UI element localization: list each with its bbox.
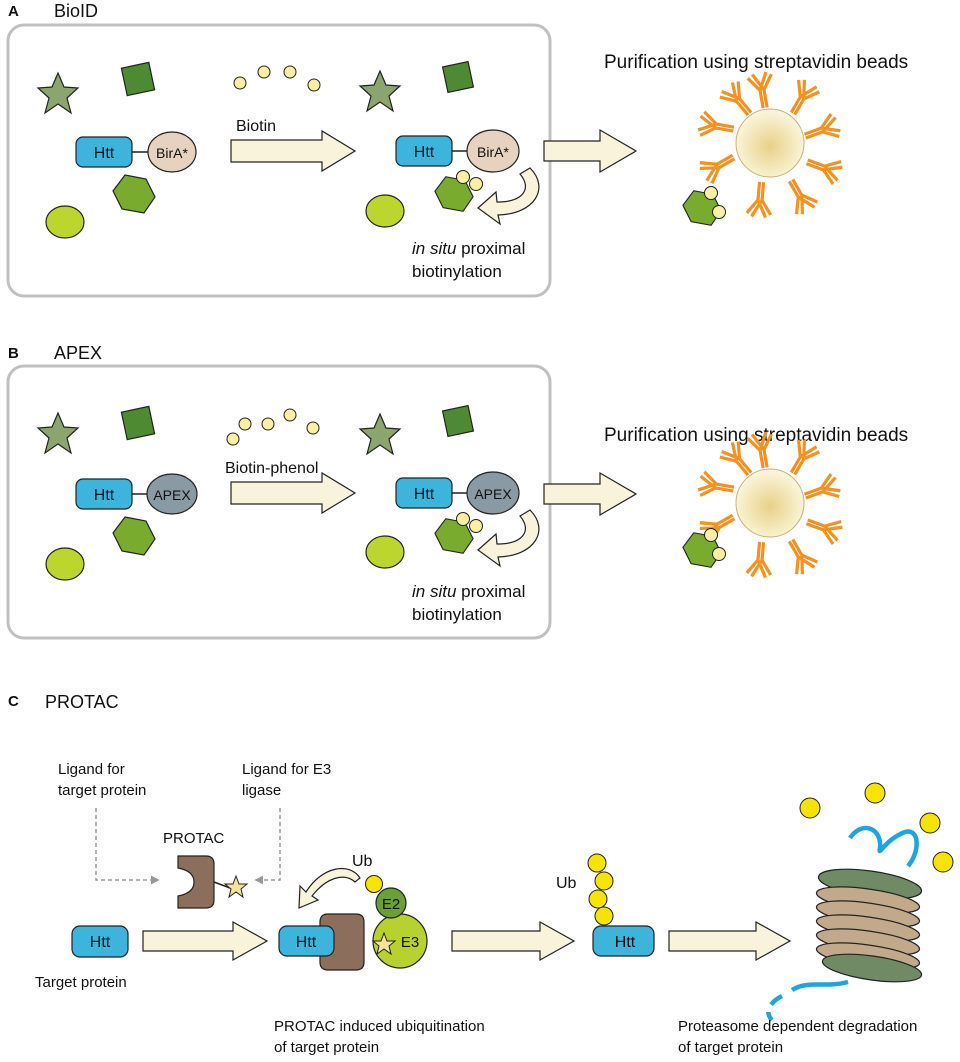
- biotin-label: Biotin: [236, 118, 276, 135]
- htt-box: [75, 478, 133, 510]
- apex-enzyme: [466, 471, 520, 515]
- protac-label: PROTAC: [163, 830, 225, 847]
- proteasome: [766, 782, 954, 1022]
- in-situ-note: in situ proximal: [412, 239, 525, 258]
- square-protein: [441, 404, 475, 438]
- htt-label: Htt: [414, 486, 435, 503]
- htt-label: Htt: [615, 934, 636, 951]
- ub-transfer-arrow: [298, 868, 361, 909]
- birA-label: BirA*: [156, 145, 188, 161]
- square-protein: [441, 60, 475, 94]
- htt-label: Htt: [414, 144, 435, 161]
- birA-label: BirA*: [477, 144, 509, 160]
- protac-molecule: [177, 855, 249, 909]
- apex-label: APEX: [153, 487, 191, 503]
- ligand-target-label-2: target protein: [58, 782, 146, 799]
- ternary-complex: E2 Ub E3 Htt: [278, 853, 428, 971]
- attached-biotin: [456, 512, 483, 533]
- arrow-to-purification: [543, 128, 638, 174]
- biotin-dots: [233, 65, 321, 92]
- biotin-phenol-label: Biotin-phenol: [225, 460, 318, 477]
- birA-enzyme: [466, 129, 520, 173]
- caption-degradation: Proteasome dependent degradation: [678, 1018, 917, 1035]
- square-protein: [120, 61, 156, 97]
- htt-box: [278, 925, 335, 957]
- star-protein: [359, 70, 401, 112]
- star-protein: [37, 412, 79, 454]
- ub-label: Ub: [556, 875, 577, 892]
- attached-biotin: [456, 170, 483, 191]
- panel-b-title: APEX: [54, 343, 102, 363]
- ellipse-protein: [45, 205, 85, 239]
- e3-label: E3: [401, 934, 419, 951]
- curved-biotinylation-arrow: [477, 509, 540, 568]
- caption-ubiquitination: PROTAC induced ubiquitination: [274, 1018, 485, 1035]
- htt-birA-fusion: Htt BirA*: [75, 131, 197, 173]
- ellipse-protein: [365, 194, 405, 228]
- panel-b: B APEX Htt APEX Biotin-phenol H: [6, 343, 908, 640]
- in-situ-note: in situ proximal: [412, 582, 525, 601]
- arrow-add-biotin: [230, 129, 357, 173]
- ub-label: Ub: [352, 853, 373, 870]
- htt-label: Htt: [94, 145, 115, 162]
- streptavidin-bead-complex: [682, 69, 846, 226]
- purification-label: Purification using streptavidin beads: [604, 52, 908, 73]
- curved-biotinylation-arrow: [477, 167, 540, 226]
- caption-degradation-2: of target protein: [678, 1039, 783, 1056]
- panel-c: C PROTAC Ligand for target protein Ligan…: [8, 692, 954, 1056]
- panel-a-title: BioID: [54, 1, 98, 21]
- panel-a-letter: A: [8, 3, 19, 20]
- htt-box: [395, 135, 453, 167]
- arrow-step-2: [451, 920, 576, 962]
- biotin-phenol-dots: [226, 408, 320, 446]
- star-protein: [37, 72, 79, 114]
- caption-ubiquitination-2: of target protein: [274, 1039, 379, 1056]
- dashed-pointer-target-ligand: [95, 808, 160, 885]
- ellipse-protein: [45, 547, 85, 581]
- ligand-e3-label-2: ligase: [242, 782, 281, 799]
- hexagon-protein: [112, 516, 156, 556]
- arrow-step-1: [142, 920, 269, 962]
- panel-b-letter: B: [8, 345, 19, 362]
- biotinylation-note: biotinylation: [412, 605, 502, 624]
- e3-ligand-star: [223, 874, 249, 899]
- biotinylation-note: biotinylation: [412, 262, 502, 281]
- arrow-to-purification: [543, 471, 638, 517]
- htt-birA-fusion: Htt BirA*: [395, 129, 520, 173]
- panel-c-letter: C: [8, 693, 19, 710]
- birA-enzyme: [147, 131, 197, 173]
- apex-enzyme: [146, 473, 198, 515]
- htt-apex-fusion: Htt APEX: [395, 471, 520, 515]
- e3-ligand-star: [371, 931, 397, 956]
- arrow-step-3: [668, 920, 792, 962]
- star-protein: [359, 413, 401, 455]
- streptavidin-bead: [735, 108, 805, 178]
- htt-box: [75, 136, 133, 168]
- hexagon-protein: [112, 174, 156, 214]
- ubiquitin: [365, 875, 383, 893]
- purification-label: Purification using streptavidin beads: [604, 425, 908, 446]
- htt-box: [395, 477, 453, 509]
- ligand-e3-label: Ligand for E3: [242, 761, 331, 778]
- htt-label: Htt: [94, 487, 115, 504]
- arrow-add-biotin-phenol: [230, 471, 357, 515]
- htt-apex-fusion: Htt APEX: [75, 473, 198, 515]
- htt-label: Htt: [296, 934, 317, 951]
- htt-box: [71, 925, 129, 958]
- target-protein-label: Target protein: [35, 974, 127, 991]
- ubiquitinated-target: Ub Htt: [556, 853, 655, 957]
- square-protein: [120, 405, 156, 441]
- e2-label: E2: [382, 896, 400, 913]
- ligand-target-label: Ligand for: [58, 761, 125, 778]
- dashed-pointer-e3-ligand: [254, 808, 281, 885]
- apex-label: APEX: [474, 486, 512, 502]
- ellipse-protein: [365, 535, 405, 569]
- htt-box: [592, 925, 655, 957]
- streptavidin-bead: [735, 468, 805, 538]
- panel-a: A BioID Htt BirA* Biotin: [6, 1, 908, 298]
- htt-label: Htt: [90, 934, 111, 951]
- streptavidin-bead-complex: [682, 429, 846, 580]
- panel-c-title: PROTAC: [45, 692, 119, 712]
- e2-enzyme: [375, 887, 407, 919]
